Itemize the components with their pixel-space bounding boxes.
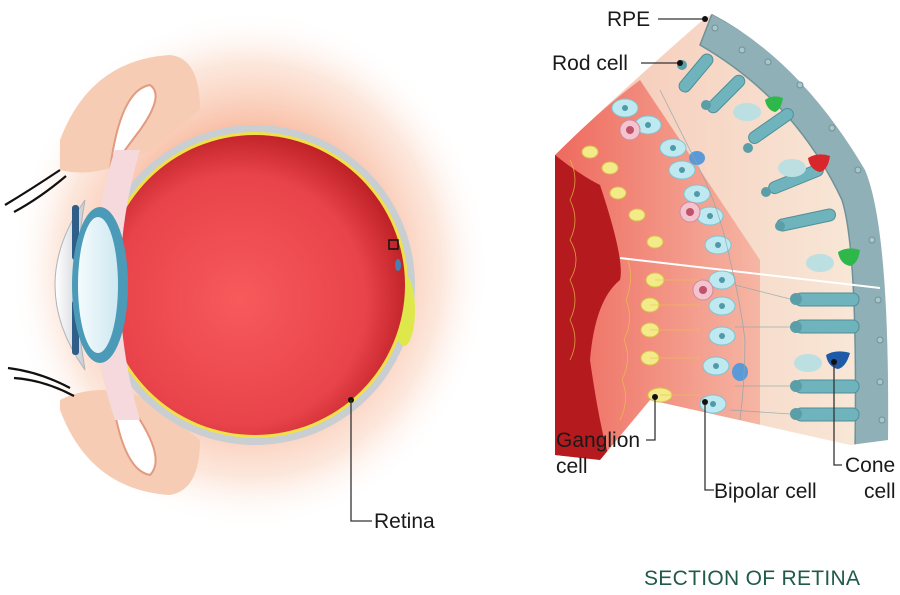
upper-eyelash-icon [4,169,67,213]
cone-cell-red-icon [808,154,830,172]
retina-leader-line [350,400,372,522]
cone-cell-label-line2: cell [864,480,896,503]
retina-section [555,14,889,491]
fovea-dot [395,259,401,271]
lower-eyelash-icon [7,366,75,397]
amacrine-cells [619,119,714,301]
rod-cells-lower [794,292,860,422]
cone-cell-blue-icon [826,351,850,369]
bipolar-cell-label: Bipolar cell [714,480,817,503]
cone-cell-green-icon [765,96,783,112]
vitreous-cut [555,155,621,460]
rpe-label: RPE [607,8,651,31]
neural-fibers [569,159,700,421]
rod-cell-label: Rod cell [552,52,628,75]
retina-label: Retina [374,510,435,533]
fold-line [619,257,881,289]
vitreous-body [105,135,405,435]
rpe-nuclei [711,24,886,424]
lens [78,217,118,353]
section-leader-lines [641,18,842,491]
cone-cell-green-icon-2 [838,248,860,266]
ganglion-cell-label-line2: cell [556,455,588,478]
rod-nuclei [677,60,802,420]
upper-eyelid-tarsus [108,83,157,174]
synaptic-fibers [659,89,791,421]
eye-illustration [4,10,490,530]
section-title: SECTION OF RETINA [644,567,861,590]
cone-bodies [733,103,834,372]
leader-dots [652,16,837,405]
section-marker-icon [388,239,399,250]
bipolar-nuclei [622,105,725,407]
ganglion-cell-label-line1: Ganglion [556,429,641,452]
cone-cell-label-line1: Cone [845,454,896,477]
